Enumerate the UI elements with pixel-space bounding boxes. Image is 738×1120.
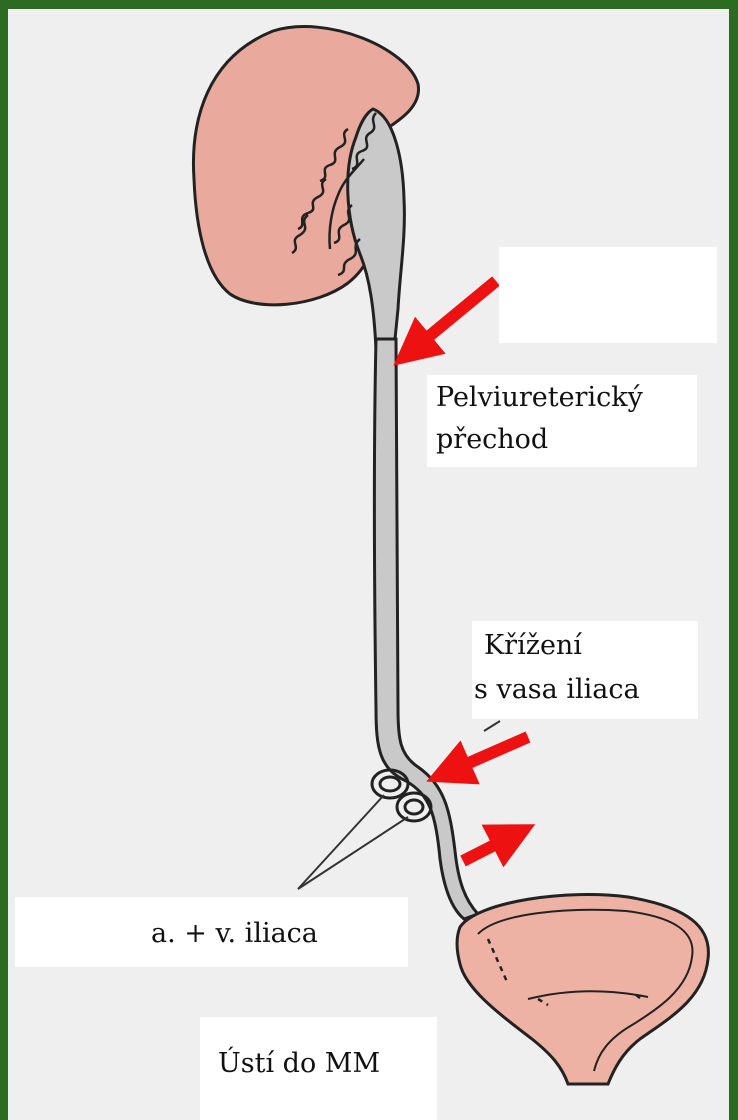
iliac-vessels-label: a. + v. iliaca [151,915,318,953]
ureteral-orifice-label: Ústí do MM [218,1045,380,1083]
pelviureteric-label-line1: Pelviureterický [436,379,643,417]
arrow-ureteral-orifice [463,834,516,861]
arrow-iliac-crossing [446,737,528,773]
blank-label-box [499,247,717,343]
crossing-label-line2: s vasa iliaca [474,671,640,709]
pelviureteric-label-line2: přechod [436,421,548,459]
renal-pelvis [348,109,405,349]
arrow-pelviureteric [410,281,496,352]
diagram-frame: Pelviureterický přechod Křížení s vasa i… [8,9,729,1120]
crossing-label-line1: Křížení [484,627,582,665]
